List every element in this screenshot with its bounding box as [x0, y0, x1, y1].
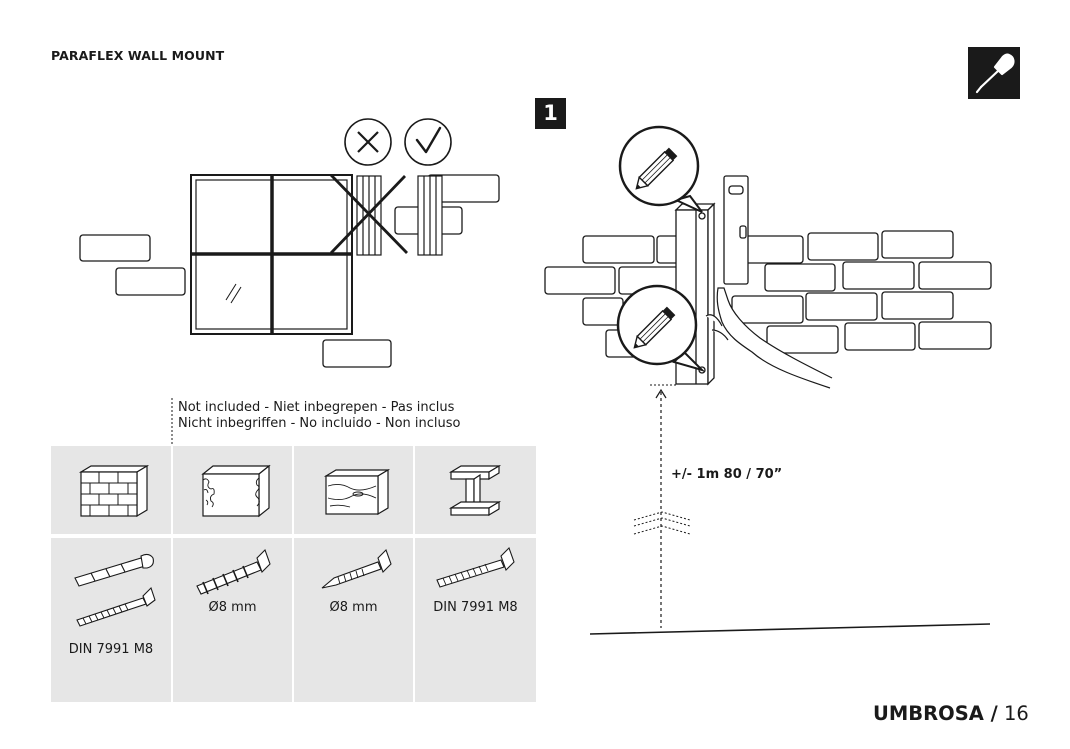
brick-wall-icon	[51, 446, 171, 534]
page-title: PARAFLEX WALL MOUNT	[51, 48, 225, 63]
sleeve-anchor-icon	[74, 553, 156, 627]
fastener-label: DIN 7991 M8	[68, 642, 154, 657]
mounting-height-label: +/- 1m 80 / 70”	[671, 467, 783, 482]
brand-name: UMBROSA /	[873, 702, 998, 725]
steel-beam-icon	[415, 446, 536, 534]
fastener-label: Ø8 mm	[329, 600, 378, 615]
check-mark-icon	[404, 118, 452, 166]
note-line-2: Nicht inbegriffen - No incluido - Non in…	[178, 416, 461, 431]
cross-mark-icon	[344, 118, 392, 166]
wood-board-icon	[294, 446, 413, 534]
note-line-1: Not included - Niet inbegrepen - Pas inc…	[178, 400, 455, 415]
wood-screw-cell: Ø8 mm	[294, 538, 413, 702]
machine-screw-icon	[436, 546, 515, 588]
wood-screw-icon	[321, 548, 392, 589]
screwdriver-icon	[968, 47, 1020, 99]
anchor-and-screw-cell: DIN 7991 M8	[51, 538, 171, 702]
pencil-icon	[618, 125, 703, 213]
fastener-table: DIN 7991 M8 Ø8 mm	[51, 446, 536, 702]
pencil-icon	[616, 284, 706, 373]
machine-screw-cell: DIN 7991 M8	[415, 538, 536, 702]
page-footer: UMBROSA / 16	[873, 702, 1029, 725]
step-number-badge: 1	[535, 98, 566, 129]
hollow-block-icon	[173, 446, 292, 534]
not-included-note: Not included - Niet inbegrepen - Pas inc…	[178, 400, 460, 432]
page-number: 16	[1003, 702, 1029, 725]
concrete-screw-cell: Ø8 mm	[173, 538, 292, 702]
fastener-label: Ø8 mm	[208, 600, 257, 615]
fastener-label: DIN 7991 M8	[433, 600, 518, 615]
concrete-screw-icon	[196, 548, 271, 595]
